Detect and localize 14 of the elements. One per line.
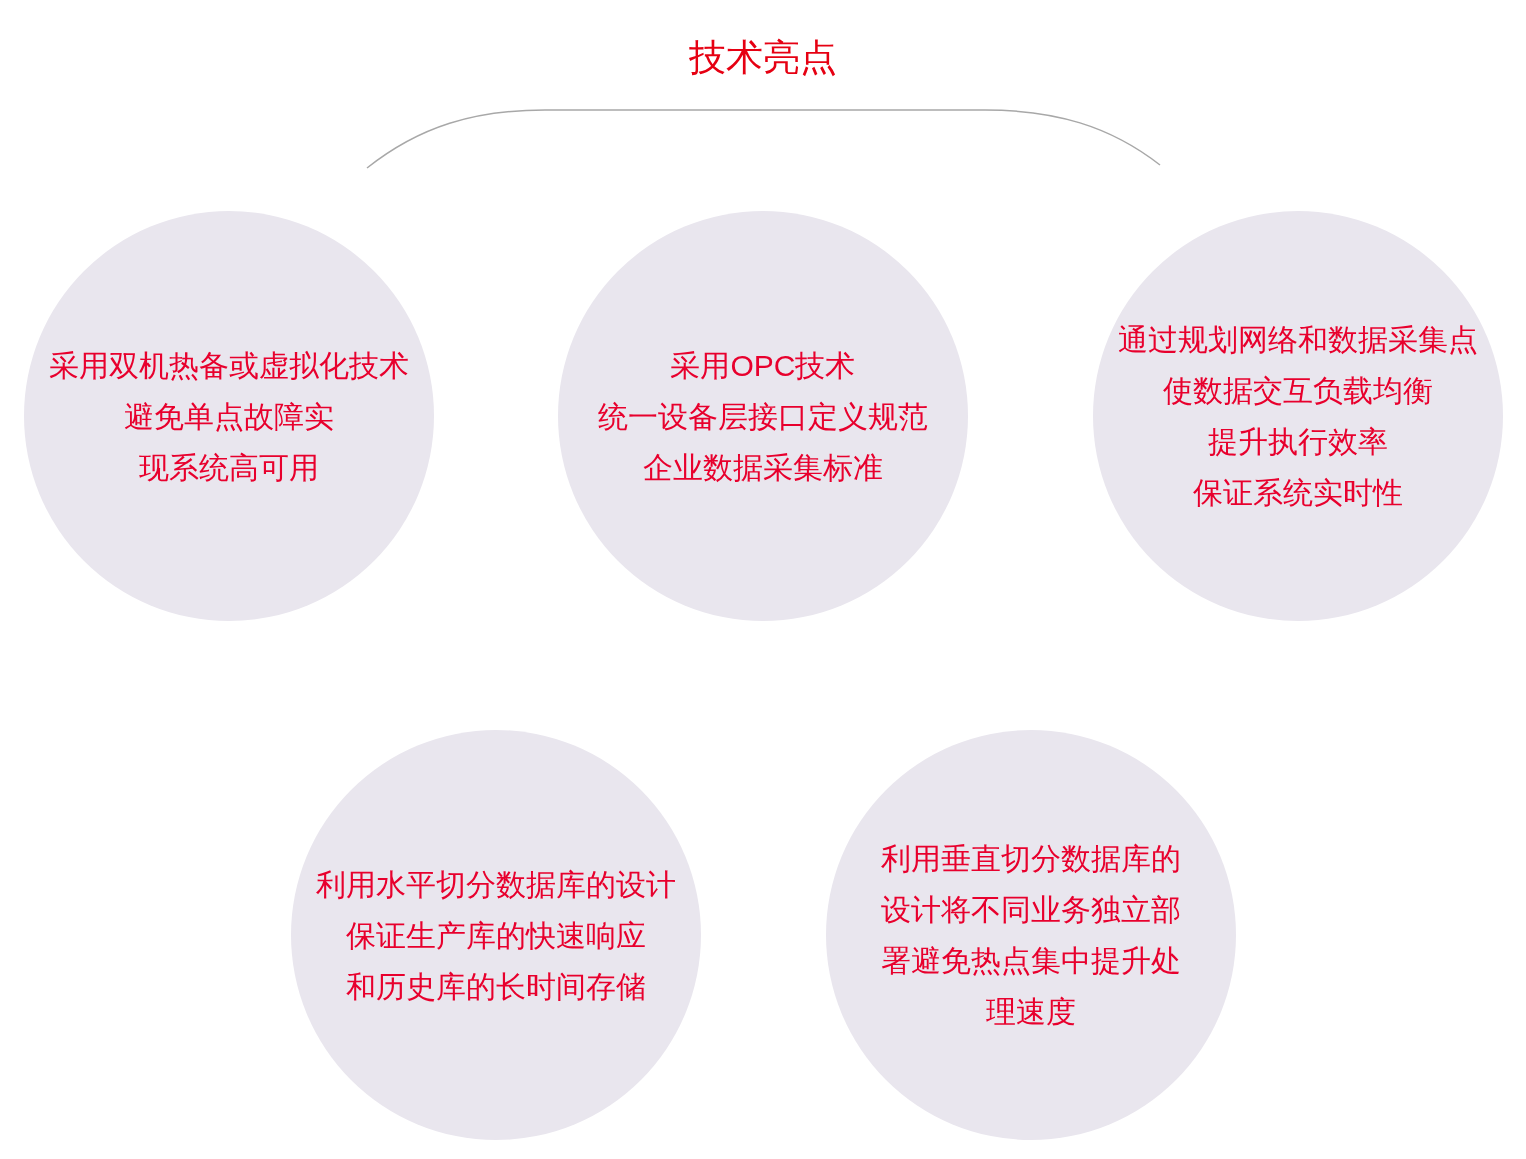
feature-text: 和历史库的长时间存储	[346, 968, 646, 1005]
feature-text: 采用OPC技术	[670, 347, 856, 384]
feature-text: 保证生产库的快速响应	[346, 917, 646, 954]
feature-text: 使数据交互负载均衡	[1163, 373, 1433, 409]
feature-text: 企业数据采集标准	[643, 449, 883, 486]
feature-text: 采用双机热备或虚拟化技术	[49, 347, 409, 384]
feature-text: 避免单点故障实现系统高可用	[123, 398, 335, 486]
feature-text: 提升执行效率	[1208, 424, 1388, 460]
feature-text: 通过规划网络和数据采集点	[1118, 322, 1478, 358]
feature-text: 利用垂直切分数据库的设计将不同业务独立部署避免热点集中提升处理速度	[880, 841, 1182, 1030]
feature-text: 利用水平切分数据库的设计	[316, 866, 676, 903]
feature-text: 保证系统实时性	[1193, 475, 1403, 511]
feature-text: 统一设备层接口定义规范	[598, 398, 928, 435]
title: 技术亮点	[689, 36, 837, 80]
